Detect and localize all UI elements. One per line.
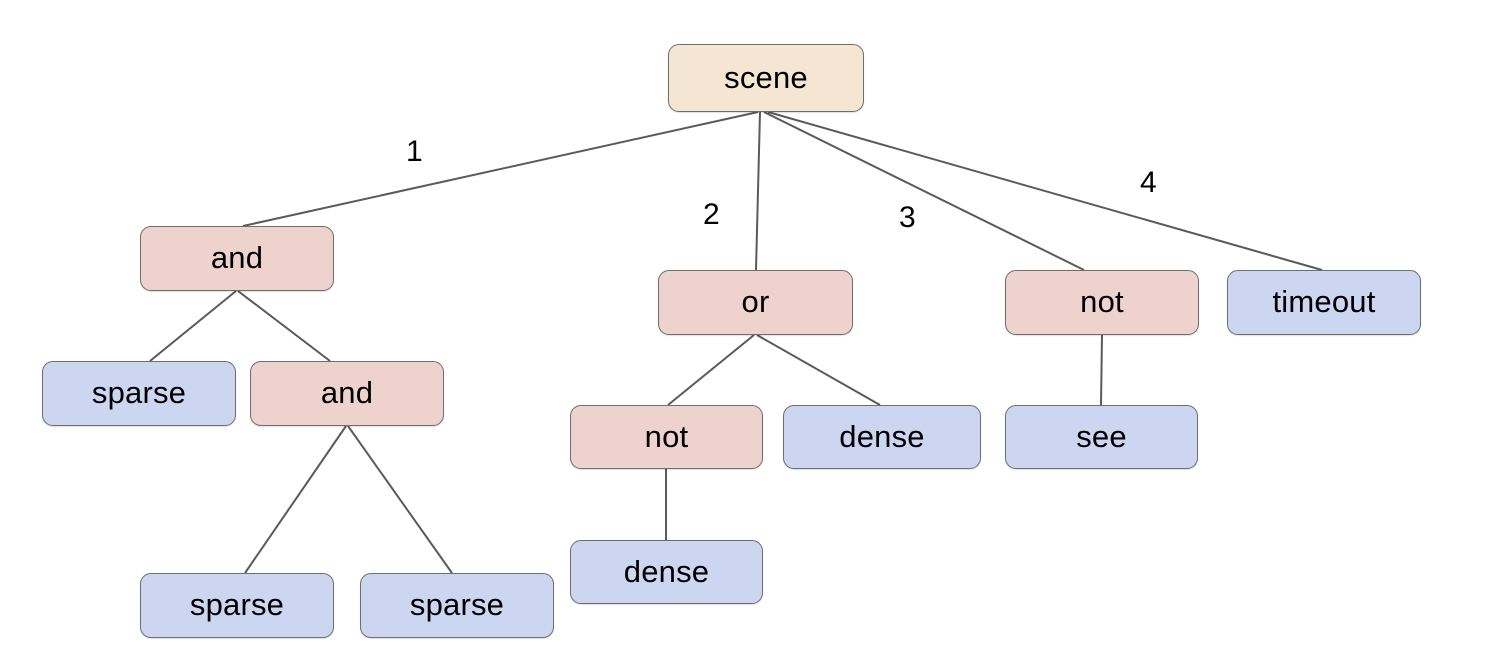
tree-edge — [1100, 334, 1103, 406]
edge-order-label: 4 — [1140, 166, 1157, 199]
tree-node-and2[interactable]: and — [250, 361, 444, 426]
tree-node-dense_b[interactable]: dense — [570, 540, 763, 604]
tree-node-or1[interactable]: or — [658, 270, 853, 335]
tree-edge — [763, 111, 1085, 271]
tree-node-label: dense — [839, 418, 925, 454]
tree-node-scene[interactable]: scene — [668, 44, 864, 112]
tree-edge — [767, 111, 1323, 271]
tree-edge — [755, 111, 761, 271]
tree-node-label: and — [210, 240, 264, 275]
tree-node-and1[interactable]: and — [140, 226, 334, 291]
tree-node-label: sparse — [189, 587, 285, 622]
tree-node-label: and — [320, 375, 374, 410]
tree-node-sparse3[interactable]: sparse — [360, 573, 554, 638]
tree-node-not_r[interactable]: not — [1005, 270, 1199, 335]
tree-edge — [244, 425, 347, 574]
tree-edge — [347, 425, 453, 574]
tree-node-see[interactable]: see — [1005, 405, 1198, 469]
tree-node-sparse1[interactable]: sparse — [42, 361, 236, 426]
tree-node-label: see — [1076, 418, 1127, 454]
tree-node-timeout[interactable]: timeout — [1227, 270, 1421, 335]
tree-node-label: sparse — [409, 587, 505, 622]
tree-node-label: or — [741, 284, 770, 319]
tree-edge — [237, 290, 331, 362]
tree-node-not_m[interactable]: not — [570, 405, 763, 469]
tree-edge — [149, 290, 237, 362]
edge-order-label: 2 — [703, 198, 720, 231]
edge-order-label: 1 — [406, 135, 423, 168]
tree-node-sparse2[interactable]: sparse — [140, 573, 334, 638]
tree-edge — [242, 111, 759, 227]
tree-edge — [667, 334, 755, 406]
tree-node-label: not — [644, 418, 689, 454]
tree-edge — [756, 334, 881, 406]
tree-node-label: scene — [724, 59, 808, 95]
edge-order-label: 3 — [899, 201, 916, 234]
tree-node-dense_r[interactable]: dense — [783, 405, 981, 469]
tree-node-label: dense — [623, 553, 710, 589]
tree-node-label: not — [1080, 284, 1124, 319]
tree-node-label: sparse — [91, 375, 187, 410]
tree-node-label: timeout — [1272, 284, 1376, 319]
